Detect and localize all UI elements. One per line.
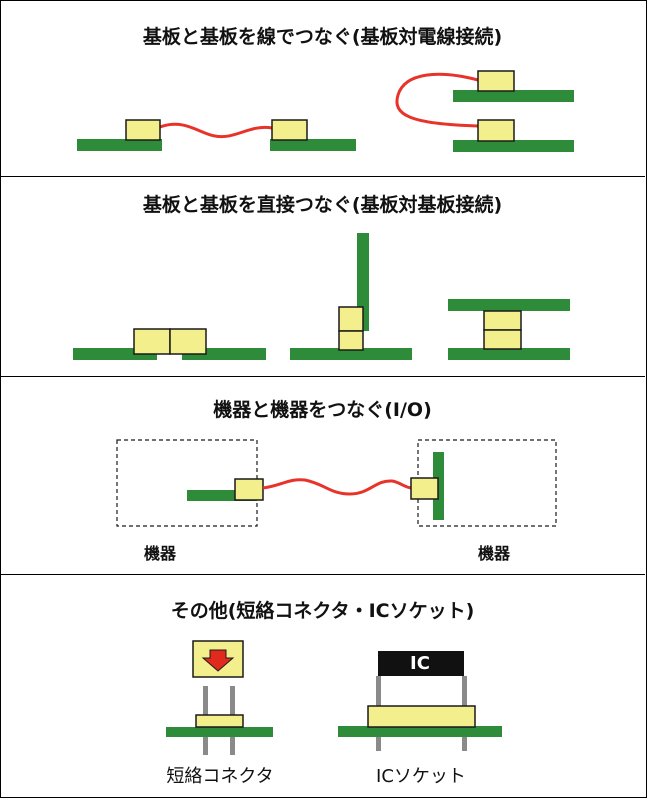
wire <box>395 72 479 128</box>
pcb-board <box>448 299 570 311</box>
connector <box>338 330 364 351</box>
ic-chip-label: IC <box>410 653 430 674</box>
connector <box>271 119 308 141</box>
connector <box>125 119 161 141</box>
connector <box>410 477 439 500</box>
section-wire-to-board <box>0 0 645 177</box>
device-label-left: 機器 <box>143 544 176 563</box>
wire <box>159 122 273 139</box>
connector <box>483 329 522 350</box>
section-title-other: その他(短絡コネクタ・ICソケット) <box>170 600 475 622</box>
wire <box>262 478 413 496</box>
shorting-connector-label: 短絡コネクタ <box>166 766 274 787</box>
pcb-board <box>290 348 412 360</box>
section-title-board-to-board: 基板と基板を直接つなぐ(基板対基板接続) <box>142 194 503 216</box>
pcb-board <box>453 140 574 152</box>
pcb-board <box>338 726 502 737</box>
connector <box>477 119 515 142</box>
connector <box>169 328 207 355</box>
ic-socket <box>338 651 502 751</box>
wire-to-board-flat <box>77 119 356 151</box>
ic-chip <box>378 651 464 676</box>
board-to-board-stacking <box>448 299 570 360</box>
board-to-board-right-angle <box>290 233 412 360</box>
connector <box>133 328 171 355</box>
connector <box>195 714 244 728</box>
shorting-connector <box>166 640 273 755</box>
connector <box>338 306 364 332</box>
pcb-board <box>187 490 257 501</box>
section-title-io: 機器と機器をつなぐ(I/O) <box>213 399 432 421</box>
pcb-board <box>77 139 162 151</box>
down-arrow-icon <box>201 649 235 672</box>
pcb-board <box>453 90 574 102</box>
board-to-board-coplanar <box>73 328 266 360</box>
device-right <box>410 439 557 527</box>
pcb-board <box>166 727 273 737</box>
ic-socket-label: ICソケット <box>376 766 466 787</box>
connector <box>483 310 522 331</box>
pcb-board <box>448 348 570 360</box>
section-io <box>0 376 645 575</box>
pcb-board <box>270 139 356 151</box>
socket-body <box>367 705 476 728</box>
section-title-wire-to-board: 基板と基板を線でつなぐ(基板対電線接続) <box>142 26 503 48</box>
wire-to-board-stacked <box>395 70 574 152</box>
section-board-to-board <box>0 176 645 377</box>
device-left <box>116 439 264 527</box>
device-label-right: 機器 <box>477 544 510 563</box>
connector <box>234 478 264 501</box>
connector <box>477 70 515 92</box>
